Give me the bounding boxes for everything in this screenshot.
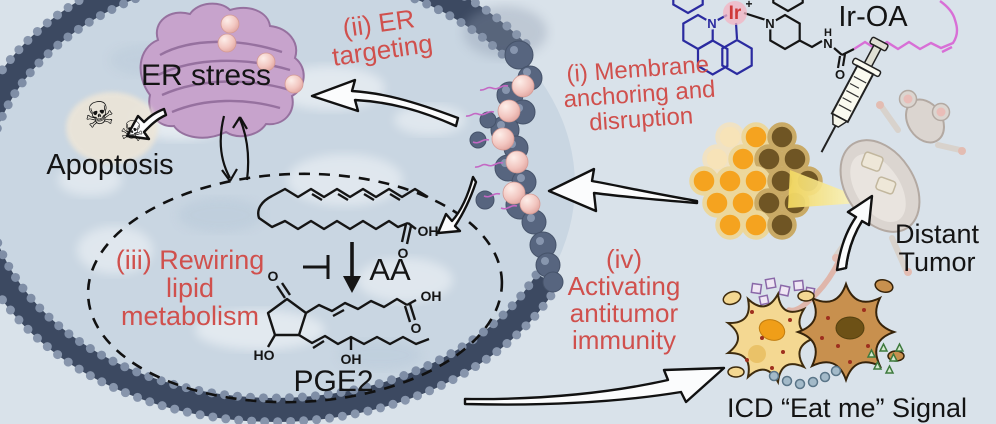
ir-oa-complex-structure: Ir + N N N H O [672,0,959,82]
pge2-ketone-o: O [268,268,279,284]
er-cisternae [157,40,291,114]
ir-charge-label: + [745,0,752,11]
gray-vesicles [768,365,842,390]
pge2-cooh-o: O [411,320,422,336]
membrane-to-aa-arrow [436,175,478,235]
er-targeting-arrow [310,78,460,128]
apoptosis-label: Apoptosis [46,149,174,181]
aa-o-label: O [398,245,409,261]
green-triangles [866,342,905,374]
er-organelle [139,2,305,139]
syringe-graduations [838,75,867,112]
lipid-metabolism-oval [86,172,504,404]
oleic-acid-chain [853,0,959,54]
amide-o-label: O [835,67,845,82]
tumor-patches [860,151,897,195]
skull-icon-small: ☠ [117,114,147,149]
step3-rewiring-lipid-label: (iii) Rewiring lipid metabolism [115,245,265,332]
membrane-anchoring-arrow [547,167,699,213]
distant-tumor-arrow-top [835,194,874,272]
left-cell-patch [748,345,766,363]
left-cell-nucleus [758,319,786,341]
pge2-cooh-oh: OH [421,288,442,304]
step4-antitumor-immunity-label: (iv) Activating antitumor immunity [567,244,681,356]
distant-tumor-label: Distant Tumor [894,219,980,278]
cell-speckles [745,308,870,370]
pge2-structure [266,282,430,350]
ligand-n-blue: N [707,16,716,31]
er-ir-oa-spheres [217,14,304,94]
icd-dying-cells [722,277,905,390]
er-oval-double-arrows [219,115,250,182]
plasma-membrane-outer-beads [0,0,563,424]
ir-glow [723,1,747,25]
ir-oa-label: Ir-OA [838,1,908,33]
amide-n-label: N [823,36,832,51]
pge2-label: PGE2 [293,365,374,398]
inhibition-symbol [303,255,330,279]
arachidonic-acid-structure [257,187,429,245]
pge2-ho-label: HO [254,347,275,363]
amide-h-label: H [824,27,832,39]
syringe [820,36,889,153]
step1-membrane-anchoring-label: (i) Membrane anchoring and disruption [562,51,717,137]
ir-oa-lipid-tails [465,84,518,210]
er-stress-label: ER stress [140,59,272,92]
mouse-ears [898,89,951,122]
icd-signal-label: ICD “Eat me” Signal [726,393,968,423]
right-cell-nucleus [835,316,865,340]
disrupted-membrane-zone [463,6,564,293]
aa-oh-label: OH [418,223,439,239]
er-to-apoptosis-arrow [125,107,168,141]
ligand-n-black: N [765,16,774,31]
aa-to-pge2-arrow [343,242,361,293]
plasma-membrane-band [0,0,558,422]
icd-arrow [463,366,726,406]
pge2-oh-label: OH [341,351,362,367]
light-beam [788,170,860,208]
apoptosis-blob [66,92,158,164]
anchored-ir-oa-spheres [491,74,541,215]
aa-label: AA [369,252,411,287]
ir-center-label: Ir [729,3,742,24]
